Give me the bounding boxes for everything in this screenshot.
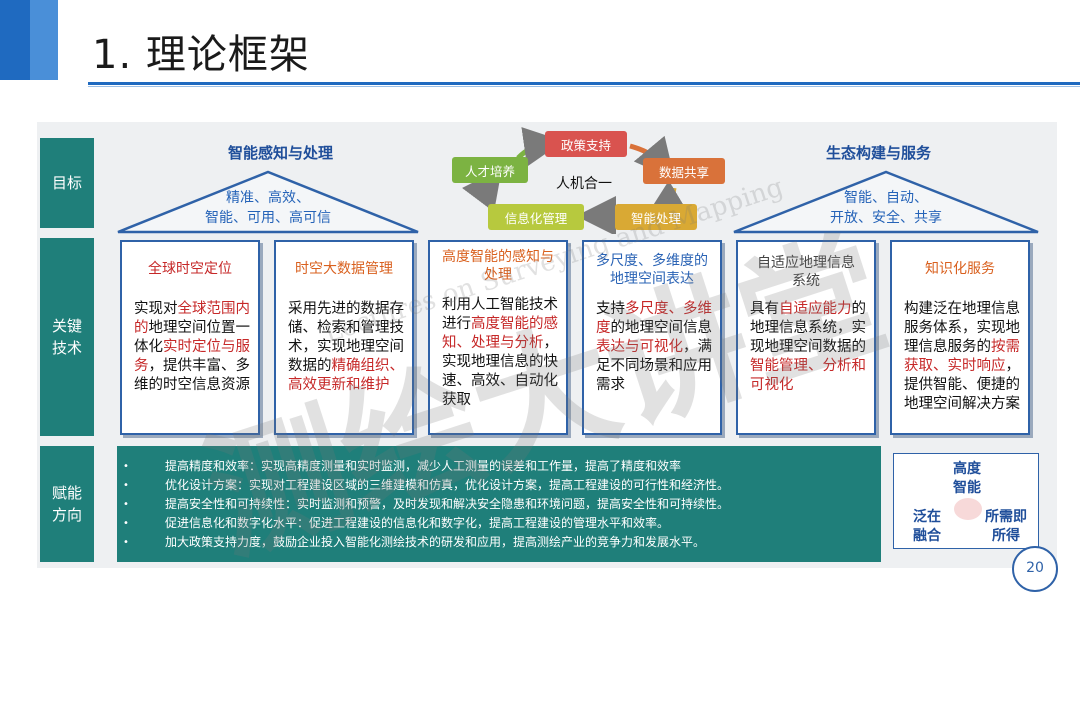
body-text: 的地理信息系统，实现地理空间数据的 (750, 301, 866, 355)
tech-card-title: 全球时空定位 (148, 261, 232, 277)
highlight-text: 按需获取、实时响应 (904, 339, 1020, 374)
row-label-tech: 关键 技术 (40, 238, 94, 436)
right-goal-title: 生态构建与服务 (826, 144, 932, 162)
cycle-item-manage: 信息化管理 (488, 204, 584, 230)
cycle-item-policy-label: 政策支持 (560, 137, 611, 153)
bullet-dot: • (123, 518, 129, 529)
header-divider (88, 82, 1080, 85)
tech-card-title: 高度智能的感知与处理 (442, 249, 554, 283)
bullet-dot: • (123, 480, 129, 491)
row-label-direction: 赋能 方向 (40, 446, 94, 562)
right-goal-line2: 开放、安全、共享 (830, 210, 942, 226)
tech-card-body: 采用先进的数据存储、检索和管理技术，实现地理空间数据的精确组织、高效更新和维护 (288, 300, 404, 395)
highlight-text: 实时定位与服务 (134, 339, 250, 374)
highlight-text: 精确组织、高效更新和维护 (288, 358, 404, 393)
tech-card-body: 利用人工智能技术进行高度智能的感知、处理与分析，实现地理信息的快速、高效、自动化… (442, 296, 558, 410)
tech-card-title: 自适应地理信息系统 (757, 255, 855, 289)
tech-card-expression: 多尺度、多维度的地理空间表达 支持多尺度、多维度的地理空间信息表达与可视化，满足… (582, 240, 722, 435)
list-item: • 提高精度和效率：实现高精度测量和实时监测，减少人工测量的误差和工作量，提高了精… (117, 458, 881, 475)
triad-top: 高度 智能 (953, 461, 981, 496)
page-title: 1. 理论框架 (92, 32, 310, 78)
direction-bullets: • 提高精度和效率：实现高精度测量和实时监测，减少人工测量的误差和工作量，提高了精… (117, 446, 881, 562)
body-text: 实现对 (134, 301, 178, 317)
tech-card-title: 知识化服务 (925, 261, 995, 277)
list-item: • 加大政策支持力度，鼓励企业投入智能化测绘技术的研发和应用，提高测绘产业的竞争力… (117, 534, 881, 551)
tech-card-adaptive-gis: 自适应地理信息系统 具有自适应能力的地理信息系统，实现地理空间数据的智能管理、分… (736, 240, 876, 435)
body-text: 的地理空间信息 (610, 320, 713, 336)
highlight-text: 高度智能的感知、处理与分析 (442, 316, 558, 351)
roof-right (733, 170, 1039, 234)
triad-right: 所需即 所得 (985, 509, 1027, 544)
highlight-text: 表达与可视化 (596, 339, 683, 355)
arrow-talent-policy (516, 127, 564, 167)
list-item: • 促进信息化和数字化水平：促进工程建设的信息化和数字化，提高工程建设的管理水平和… (117, 515, 881, 532)
body-text: ，提供丰富、多维的时空信息资源 (134, 358, 250, 393)
right-goal-line1: 智能、自动、 (844, 190, 928, 206)
highlight-text: 多尺度、多维度 (596, 301, 712, 336)
cycle-item-policy: 政策支持 (545, 131, 627, 157)
list-item: • 优化设计方案：实现对工程建设区域的三维建模和仿真，优化设计方案，提高工程建设的… (117, 477, 881, 494)
left-goal-title: 智能感知与处理 (228, 144, 334, 162)
header-divider-thin (88, 86, 1080, 87)
body-text: 支持 (596, 301, 625, 317)
tech-card-knowledge: 知识化服务 构建泛在地理信息服务体系，实现地理信息服务的按需获取、实时响应，提供… (890, 240, 1030, 435)
bullet-dot: • (123, 499, 129, 510)
tech-card-body: 具有自适应能力的地理信息系统，实现地理空间数据的智能管理、分析和可视化 (750, 300, 866, 395)
row-label-goal: 目标 (40, 138, 94, 228)
body-text: ，提供智能、便捷的地理空间解决方案 (904, 358, 1020, 412)
bullet-dot: • (123, 537, 129, 548)
arrow-manage-talent (462, 167, 502, 212)
cycle-item-talent: 人才培养 (452, 157, 528, 183)
cycle-item-talent-label: 人才培养 (464, 163, 515, 179)
body-text: 构建泛在地理信息服务体系，实现地理信息服务的 (904, 301, 1020, 355)
body-text: 利用人工智能技术进行 (442, 297, 558, 332)
row-label-goal-text: 目标 (51, 174, 82, 192)
body-text: 具有 (750, 301, 779, 317)
bullet-text: 提高安全性和可持续性：实时监测和预警，及时发现和解决安全隐患和环境问题，提高安全… (165, 497, 730, 511)
left-goal-line1: 精准、高效、 (226, 190, 310, 206)
cycle-center: 人机合一 (556, 176, 612, 192)
cycle-item-manage-label: 信息化管理 (504, 210, 568, 226)
tech-card-body: 支持多尺度、多维度的地理空间信息表达与可视化，满足不同场景和应用需求 (596, 300, 712, 395)
bullet-dot: • (123, 461, 129, 472)
body-text: 地理空间位置一体化 (134, 320, 250, 355)
row-label-direction-text: 赋能 方向 (51, 484, 82, 524)
bullet-text: 提高精度和效率：实现高精度测量和实时监测，减少人工测量的误差和工作量，提高了精度… (165, 459, 682, 473)
triad-box: 高度 智能 泛在 融合 所需即 所得 (893, 453, 1039, 549)
list-item: • 提高安全性和可持续性：实时监测和预警，及时发现和解决安全隐患和环境问题，提高安… (117, 496, 881, 513)
roof-left (117, 170, 419, 234)
cycle-item-share-label: 数据共享 (658, 164, 709, 180)
highlight-text: 自适应能力 (779, 301, 852, 317)
body-text: ，实现地理信息的快速、高效、自动化获取 (442, 335, 558, 408)
header-accent-bar (0, 0, 30, 80)
page-number: 20 (1026, 560, 1044, 576)
tech-card-title: 多尺度、多维度的地理空间表达 (596, 253, 708, 287)
bullet-text: 优化设计方案：实现对工程建设区域的三维建模和仿真，优化设计方案，提高工程建设的可… (165, 478, 730, 492)
triad-center-mark (954, 498, 982, 520)
body-text: ，满足不同场景和应用需求 (596, 339, 712, 393)
bullet-text: 加大政策支持力度，鼓励企业投入智能化测绘技术的研发和应用，提高测绘产业的竞争力和… (165, 535, 706, 549)
arrow-process-manage (576, 195, 617, 234)
tech-card-perception: 高度智能的感知与处理 利用人工智能技术进行高度智能的感知、处理与分析，实现地理信… (428, 240, 568, 435)
cycle-item-share: 数据共享 (643, 158, 725, 184)
tech-card-body: 实现对全球范围内的地理空间位置一体化实时定位与服务，提供丰富、多维的时空信息资源 (134, 300, 250, 395)
cycle-item-process: 智能处理 (615, 204, 697, 230)
tech-card-body: 构建泛在地理信息服务体系，实现地理信息服务的按需获取、实时响应，提供智能、便捷的… (904, 300, 1020, 414)
highlight-text: 全球范围内的 (134, 301, 250, 336)
row-label-tech-text: 关键 技术 (51, 317, 82, 357)
cycle-item-process-label: 智能处理 (630, 210, 681, 226)
page-number-badge: 20 (1012, 546, 1058, 592)
highlight-text: 智能管理、分析和可视化 (750, 358, 866, 393)
bullet-text: 促进信息化和数字化水平：促进工程建设的信息化和数字化，提高工程建设的管理水平和效… (165, 516, 670, 530)
tech-card-title: 时空大数据管理 (295, 261, 393, 277)
header-accent-bar-light (30, 0, 58, 80)
body-text: 采用先进的数据存储、检索和管理技术，实现地理空间数据的 (288, 301, 404, 374)
triad-left: 泛在 融合 (913, 509, 941, 544)
tech-card-positioning: 全球时空定位 实现对全球范围内的地理空间位置一体化实时定位与服务，提供丰富、多维… (120, 240, 260, 435)
left-goal-line2: 智能、可用、高可信 (205, 210, 331, 226)
tech-card-bigdata: 时空大数据管理 采用先进的数据存储、检索和管理技术，实现地理空间数据的精确组织、… (274, 240, 414, 435)
